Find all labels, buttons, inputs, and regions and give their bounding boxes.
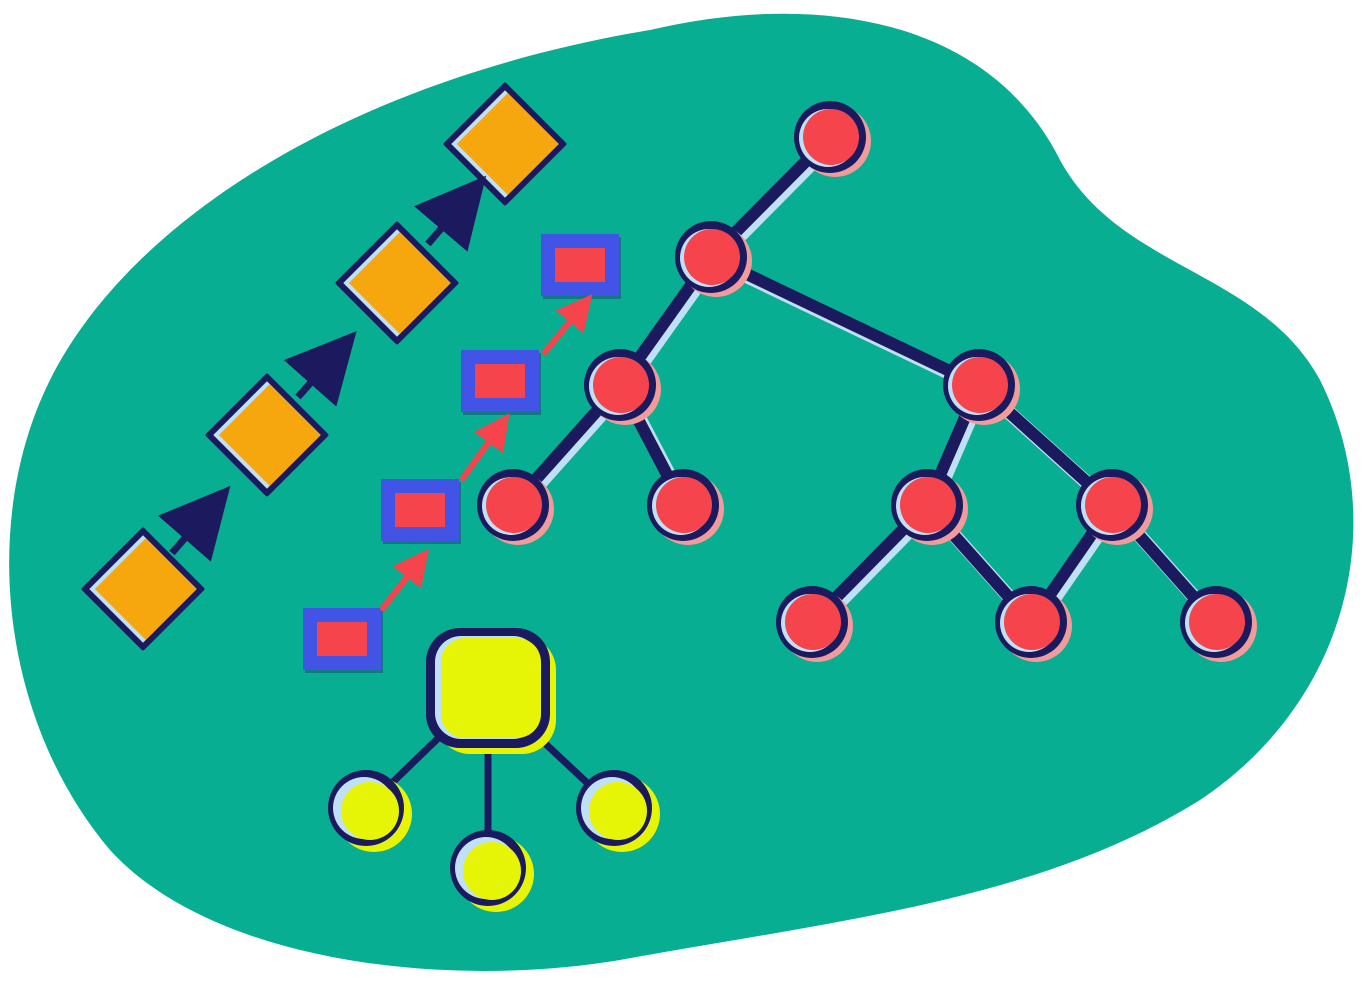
queue-node <box>303 608 383 673</box>
tree-node-fill <box>486 477 542 533</box>
tree-node <box>477 469 554 545</box>
tree-node <box>943 349 1020 425</box>
tree-node <box>995 586 1072 662</box>
diamond-node <box>443 82 567 206</box>
tree-node <box>647 469 724 545</box>
tree-node <box>675 221 752 297</box>
hierarchy-child-fill <box>589 782 647 840</box>
diamond-node <box>205 373 329 497</box>
tree-node-fill <box>900 477 956 533</box>
queue-arrow <box>542 294 593 355</box>
hierarchy-parent-node <box>426 628 556 754</box>
tree-node-fill <box>1189 594 1245 650</box>
tree-node <box>891 469 968 545</box>
queue-node-inner <box>555 248 605 282</box>
binary-tree-icon <box>477 101 1257 662</box>
hierarchy-parent-fill <box>441 638 541 738</box>
parent-child-hierarchy-icon <box>328 628 660 912</box>
tree-nodes <box>477 101 1257 662</box>
hierarchy-child-node <box>328 770 412 852</box>
queue-node <box>381 479 461 544</box>
chain-arrow <box>158 485 231 562</box>
tree-edge <box>705 251 985 391</box>
hierarchy-child-fill <box>341 782 399 840</box>
queue-arrow <box>380 548 430 611</box>
queue-node <box>461 350 541 415</box>
tree-node <box>1180 586 1257 662</box>
tree-node-fill <box>593 357 649 413</box>
hierarchy-child-node <box>576 770 660 852</box>
hierarchy-child-fill <box>463 842 521 900</box>
diamond-node-chain-icon <box>81 82 567 651</box>
hierarchy-child-node <box>450 830 534 912</box>
queue-node <box>541 234 621 299</box>
chain-arrow <box>414 175 487 252</box>
tree-node-fill <box>785 594 841 650</box>
tree-node <box>584 349 661 425</box>
diamond-node-fill <box>218 384 321 486</box>
diamond-node <box>335 221 459 345</box>
tree-node-fill <box>656 477 712 533</box>
queue-node-inner <box>317 622 367 656</box>
queue-node-inner <box>475 364 525 398</box>
tree-node-fill <box>952 357 1008 413</box>
tree-node <box>1076 469 1153 545</box>
queue-arrow <box>460 413 510 481</box>
tree-node <box>776 586 853 662</box>
tree-node-fill <box>1085 477 1141 533</box>
queue-node-inner <box>395 493 445 527</box>
tree-node-fill <box>803 109 859 165</box>
tree-node <box>794 101 871 177</box>
diamond-node-fill <box>348 232 451 334</box>
square-node-chain-icon <box>303 234 621 673</box>
chain-arrow <box>283 331 357 407</box>
tree-node-fill <box>684 229 740 285</box>
tree-node-fill <box>1004 594 1060 650</box>
